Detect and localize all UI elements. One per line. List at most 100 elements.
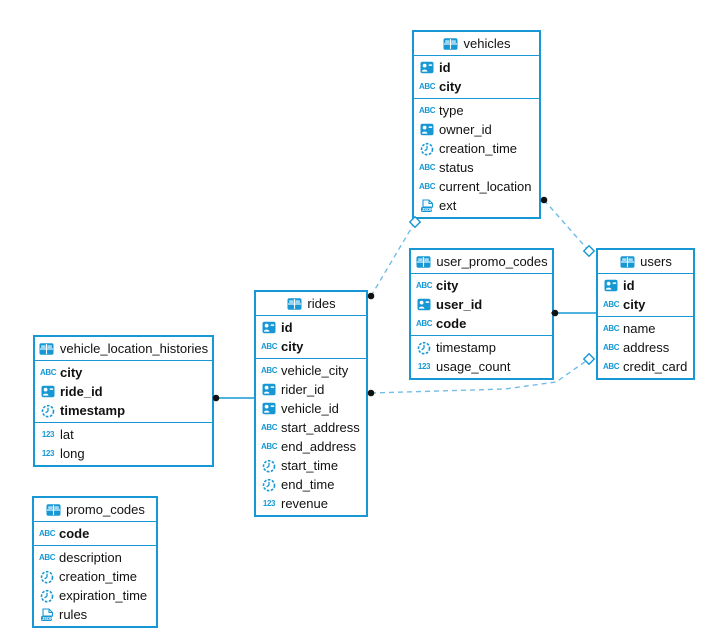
abc-icon: ABC <box>260 365 278 375</box>
columns-section: timestamp 123 usage_count <box>411 336 552 378</box>
column-name: owner_id <box>439 122 492 137</box>
abc-icon: ABC <box>418 81 436 91</box>
json-icon: JSON <box>419 198 435 213</box>
table-icon <box>443 37 459 51</box>
column-name: city <box>623 297 646 312</box>
table-icon <box>286 297 302 311</box>
abc-icon: ABC <box>418 162 436 172</box>
number-icon: 123 <box>41 448 55 458</box>
clock-icon <box>39 589 55 603</box>
column-name: rules <box>59 607 88 622</box>
table-title: rides <box>307 296 336 311</box>
column-row-start_time: start_time <box>256 456 366 475</box>
abc-icon: ABC <box>418 181 436 191</box>
abc-icon: ABC <box>415 318 433 328</box>
column-row-id: id <box>414 58 539 77</box>
id-icon <box>261 402 277 415</box>
id-icon <box>416 298 432 311</box>
column-name: creation_time <box>439 141 518 156</box>
connector-one-end-diamond <box>582 244 596 258</box>
clock-icon <box>261 459 277 473</box>
id-icon <box>261 383 277 396</box>
abc-icon: ABC <box>602 323 620 333</box>
column-name: ext <box>439 198 457 213</box>
clock-icon <box>39 570 55 584</box>
clock-icon <box>416 341 432 355</box>
abc-icon: ABC <box>260 422 278 432</box>
number-icon: 123 <box>417 361 431 371</box>
column-name: description <box>59 550 122 565</box>
id-icon <box>419 123 435 136</box>
table-header: users <box>598 250 693 274</box>
abc-icon: ABC <box>260 441 278 451</box>
table-header: rides <box>256 292 366 316</box>
column-name: timestamp <box>436 340 496 355</box>
column-name: start_address <box>281 420 360 435</box>
table-title: promo_codes <box>66 502 145 517</box>
column-name: id <box>623 278 635 293</box>
column-name: lat <box>60 427 74 442</box>
column-row-vehicle_id: vehicle_id <box>256 399 366 418</box>
table-icon <box>415 255 431 269</box>
column-name: usage_count <box>436 359 511 374</box>
column-name: vehicle_city <box>281 363 349 378</box>
connector-many-end-dot <box>367 292 375 300</box>
id-icon <box>603 279 619 292</box>
abc-icon: ABC <box>415 280 433 290</box>
connector-vehicle_location_histories-to-rides[interactable] <box>212 394 256 402</box>
abc-icon: ABC <box>602 299 620 309</box>
table-icon <box>39 342 55 356</box>
clock-icon <box>40 404 56 418</box>
table-title: user_promo_codes <box>436 254 548 269</box>
column-name: ride_id <box>60 384 103 399</box>
table-header: vehicles <box>414 32 539 56</box>
abc-icon: ABC <box>38 552 56 562</box>
table-icon <box>45 503 61 517</box>
connector-user_promo_codes-to-users[interactable] <box>551 309 597 317</box>
connector-rides-to-users[interactable] <box>367 352 596 397</box>
connector-vehicles-to-users[interactable] <box>540 196 596 258</box>
column-name: user_id <box>436 297 483 312</box>
column-name: type <box>439 103 464 118</box>
abc-icon: ABC <box>38 528 56 538</box>
column-name: current_location <box>439 179 532 194</box>
column-row-timestamp: timestamp <box>35 401 212 420</box>
connector-many-end-dot <box>540 196 548 204</box>
column-row-end_time: end_time <box>256 475 366 494</box>
column-row-creation_time: creation_time <box>34 567 156 586</box>
abc-icon: ABC <box>602 361 620 371</box>
column-name: start_time <box>281 458 339 473</box>
connector-many-end-dot <box>367 389 375 397</box>
column-row-ext: JSON ext <box>414 196 539 215</box>
connector-one-end-diamond <box>408 215 422 229</box>
table-header: user_promo_codes <box>411 250 552 274</box>
connector-rides-to-vehicles[interactable] <box>367 215 422 300</box>
